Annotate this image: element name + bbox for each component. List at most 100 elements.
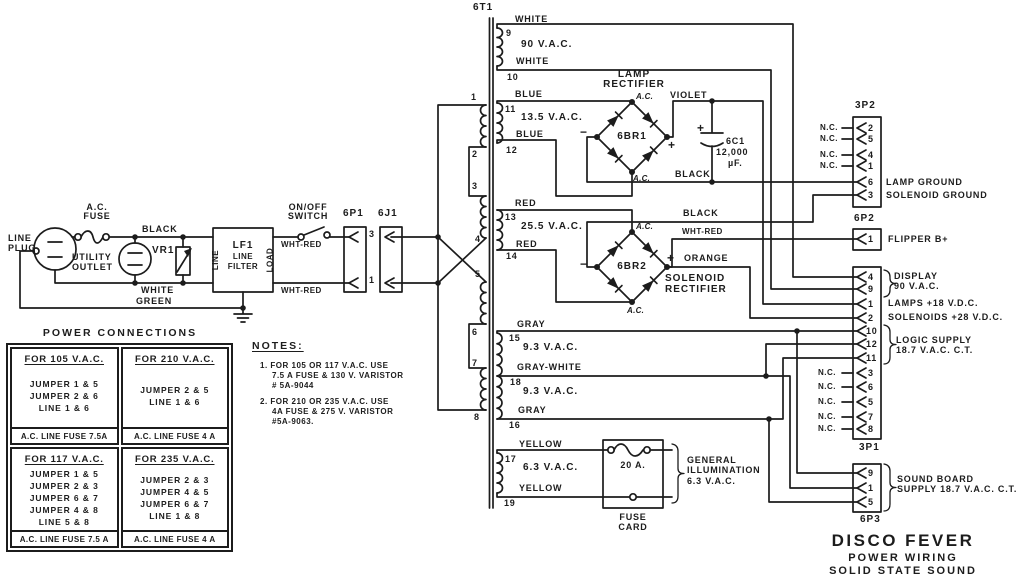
table-cell-fuse: A.C. LINE FUSE 4 A <box>122 530 227 546</box>
ac-fuse-symbol <box>71 230 214 244</box>
note-line: #5A-9063. <box>272 417 314 426</box>
pin-number: 9 <box>868 284 874 294</box>
filter-line-side-label: LINE <box>211 249 221 271</box>
wire-label-blue: BLUE <box>515 89 543 99</box>
line-filter-label: LINE <box>232 252 254 261</box>
table-cell-header: FOR 235 V.A.C. <box>135 454 215 465</box>
table-cell-235vac: FOR 235 V.A.C. JUMPER 2 & 3 JUMPER 4 & 5… <box>120 447 229 548</box>
wire-label-black: BLACK <box>142 224 178 234</box>
jumper-line: JUMPER 2 & 6 <box>29 391 99 401</box>
lamp-rectifier-title: RECTIFIER <box>603 79 665 90</box>
signal-label: DISPLAY <box>894 271 938 281</box>
primary-tap: 1 <box>471 92 477 102</box>
table-cell-117vac: FOR 117 V.A.C. JUMPER 1 & 5 JUMPER 2 & 3… <box>10 447 119 548</box>
wire-label-red: RED <box>515 198 537 208</box>
wire-label-wht-red: WHT-RED <box>281 240 322 249</box>
wire-label-green: GREEN <box>136 296 173 306</box>
fuse-rating: 20 A. <box>620 460 646 470</box>
ac-fuse-label: FUSE <box>83 211 111 221</box>
connector-6p2-box <box>852 228 882 251</box>
note-line: # 5A-9044 <box>272 381 314 390</box>
pin-number: 1 <box>369 275 375 285</box>
signal-label: SOLENOID GROUND <box>886 190 988 200</box>
nc-label: N.C. <box>818 382 836 391</box>
power-connections-table: FOR 105 V.A.C. JUMPER 1 & 5 JUMPER 2 & 6… <box>6 343 233 552</box>
jumper-line: LINE 1 & 8 <box>149 510 201 521</box>
secondary-tap: 9 <box>506 28 512 38</box>
signal-label: 18.7 V.A.C. C.T. <box>896 345 973 355</box>
minus-terminal: − <box>580 125 588 139</box>
connector-3p1-label: 3P1 <box>859 442 880 453</box>
wire-label-black: BLACK <box>683 208 719 218</box>
pin-number: 3 <box>868 190 874 200</box>
wire-label-red: RED <box>516 239 538 249</box>
ground-symbol <box>233 291 253 323</box>
wire-label-violet: VIOLET <box>670 90 708 100</box>
secondary-tap: 12 <box>506 145 518 155</box>
pin-number: 1 <box>868 299 874 309</box>
connector-6p3-label: 6P3 <box>860 514 881 525</box>
transformer-primary-winding <box>468 104 487 411</box>
jumper-line: JUMPER 4 & 8 <box>29 504 99 515</box>
wire-label-orange: ORANGE <box>684 253 729 263</box>
note-line: 2. FOR 210 OR 235 V.A.C. USE <box>260 397 389 406</box>
connector-3p2-box <box>841 116 882 208</box>
pin-number: 5 <box>868 497 874 507</box>
primary-tap: 6 <box>472 327 478 337</box>
fuse-card-label: CARD <box>618 522 648 532</box>
pin-number: 4 <box>868 150 874 160</box>
pin-number: 1 <box>868 483 874 493</box>
jumper-line: JUMPER 2 & 3 <box>140 474 210 485</box>
wire-label-gray-white: GRAY-WHITE <box>517 362 582 372</box>
primary-feed-wires <box>390 104 487 411</box>
gi-callout: ILLUMINATION <box>687 465 761 475</box>
secondary-tap: 19 <box>504 498 516 508</box>
jumper-line: LINE 5 & 8 <box>38 516 90 527</box>
signal-label: LAMPS +18 V.D.C. <box>888 298 979 308</box>
drawing-subtitle: SOLID STATE SOUND <box>829 565 977 577</box>
secondary-winding-6v <box>496 449 673 498</box>
table-cell-fuse: A.C. LINE FUSE 7.5A <box>12 427 117 443</box>
jumper-line: JUMPER 4 & 5 <box>140 486 210 497</box>
cap-unit: µF. <box>728 158 743 168</box>
winding-volts: 6.3 V.A.C. <box>523 462 579 473</box>
secondary-tap: 16 <box>509 420 521 430</box>
table-cell-header: FOR 117 V.A.C. <box>24 454 104 465</box>
nc-label: N.C. <box>820 150 838 159</box>
secondary-winding-9v-ct <box>496 328 858 503</box>
ac-terminal-label: A.C. <box>636 92 654 101</box>
signal-label: SUPPLY 18.7 V.A.C. C.T. <box>897 484 1018 494</box>
secondary-tap: 13 <box>505 212 517 222</box>
primary-tap: 4 <box>475 234 481 244</box>
connector-6j1-label: 6J1 <box>378 208 398 219</box>
wire-label-gray: GRAY <box>517 319 546 329</box>
cap-name: 6C1 <box>726 136 745 146</box>
wire-label-black: BLACK <box>675 169 711 179</box>
ac-terminal-label: A.C. <box>627 306 645 315</box>
gi-callout: GENERAL <box>687 455 737 465</box>
signal-label: SOLENOIDS +28 V.D.C. <box>888 312 1003 322</box>
table-cell-fuse: A.C. LINE FUSE 7.5 A <box>12 530 117 546</box>
secondary-tap: 14 <box>506 251 518 261</box>
secondary-tap: 17 <box>505 454 517 464</box>
note-line: 7.5 A FUSE & 130 V. VARISTOR <box>272 371 404 380</box>
connector-6j1-box <box>379 226 403 293</box>
jumper-line: JUMPER 6 & 7 <box>140 498 210 509</box>
wire-label-yellow: YELLOW <box>519 439 563 449</box>
line-plug-label: LINE <box>8 233 32 243</box>
table-cell-210vac: FOR 210 V.A.C. JUMPER 2 & 5 LINE 1 & 6 A… <box>120 347 229 445</box>
jumper-line: JUMPER 6 & 7 <box>29 492 99 503</box>
secondary-winding-90vac <box>496 23 858 290</box>
line-plug-symbol <box>32 227 77 271</box>
connector-6p2-label: 6P2 <box>854 213 875 224</box>
fuse-card-label: FUSE <box>619 512 647 522</box>
line-filter-label: FILTER <box>227 262 259 271</box>
transformer-name: 6T1 <box>473 2 494 13</box>
drawing-title: DISCO FEVER <box>831 531 975 550</box>
utility-outlet-label: UTILITY <box>72 252 112 262</box>
varistor-label: VR1 <box>152 245 175 256</box>
nc-label: N.C. <box>818 397 836 406</box>
onoff-switch-label: ON/OFF <box>288 202 328 212</box>
nc-label: N.C. <box>820 123 838 132</box>
